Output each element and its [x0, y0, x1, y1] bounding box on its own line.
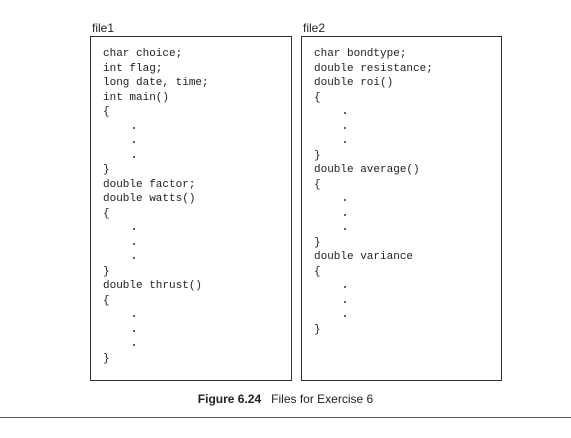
- file2-code-line: {: [314, 265, 321, 278]
- file1-code-line: double thrust(): [103, 280, 203, 292]
- file1-ellipsis-dot: .: [133, 141, 136, 144]
- file1-ellipsis-dot: .: [133, 329, 136, 332]
- file1-code-line: char choice;: [103, 48, 183, 60]
- file1-code-line: }: [103, 265, 110, 278]
- file2-ellipsis-dot: .: [344, 228, 347, 231]
- file2-code-line: double average(): [314, 164, 420, 176]
- file2-ellipsis-dot: .: [344, 300, 347, 303]
- file2-code-line: double roi(): [314, 77, 394, 89]
- file1-code-line: }: [103, 352, 110, 365]
- file2-code-line: double resistance;: [314, 62, 433, 75]
- file1-ellipsis-dot: .: [133, 126, 136, 129]
- bottom-rule: [0, 417, 571, 418]
- file2-ellipsis-dot: .: [344, 126, 347, 129]
- file2-label: file2: [303, 21, 326, 35]
- file2-code-line: char bondtype;: [314, 48, 407, 60]
- file1-ellipsis-dot: .: [133, 257, 136, 260]
- file1-ellipsis-dot: .: [133, 344, 136, 347]
- file2-ellipsis-dot: .: [344, 141, 347, 144]
- file1-code-line: long date, time;: [103, 77, 209, 89]
- file1-ellipsis-dot: .: [133, 228, 136, 231]
- file1-code-line: {: [103, 294, 110, 307]
- file2-ellipsis-dot: .: [344, 286, 347, 289]
- file1-code-line: {: [103, 106, 110, 118]
- file2-code-line: }: [314, 323, 321, 336]
- file2-ellipsis-dot: .: [344, 112, 347, 115]
- file1-code-line: {: [103, 207, 110, 220]
- file2-ellipsis-dot: .: [344, 199, 347, 202]
- file1-ellipsis-dot: .: [133, 155, 136, 158]
- file1-ellipsis-dot: .: [133, 315, 136, 318]
- file2-ellipsis-dot: .: [344, 315, 347, 318]
- figure-caption: Figure 6.24 Files for Exercise 6: [0, 392, 571, 406]
- figure-number: Figure 6.24: [197, 392, 262, 406]
- file2-ellipsis-dot: .: [344, 213, 347, 216]
- file1-code-line: int flag;: [103, 62, 163, 75]
- file2-code-box: char bondtype; double resistance; double r…: [301, 36, 502, 381]
- file1-code-line: double factor;: [103, 178, 196, 191]
- file2-code-line: double variance: [314, 251, 414, 263]
- file1-code-box: char choice; int flag; long date, time; int…: [90, 36, 292, 381]
- file1-code-line: int main(): [103, 91, 170, 104]
- file1-label: file1: [92, 21, 115, 35]
- figure-caption-text: Files for Exercise 6: [271, 392, 374, 406]
- file2-code-line: {: [314, 178, 321, 191]
- file2-code-line: }: [314, 149, 321, 162]
- file1-code-line: double watts(): [103, 193, 196, 205]
- file2-code-line: {: [314, 91, 321, 104]
- file2-code-line: }: [314, 236, 321, 249]
- file1-code-line: }: [103, 164, 110, 176]
- file1-ellipsis-dot: .: [133, 242, 136, 245]
